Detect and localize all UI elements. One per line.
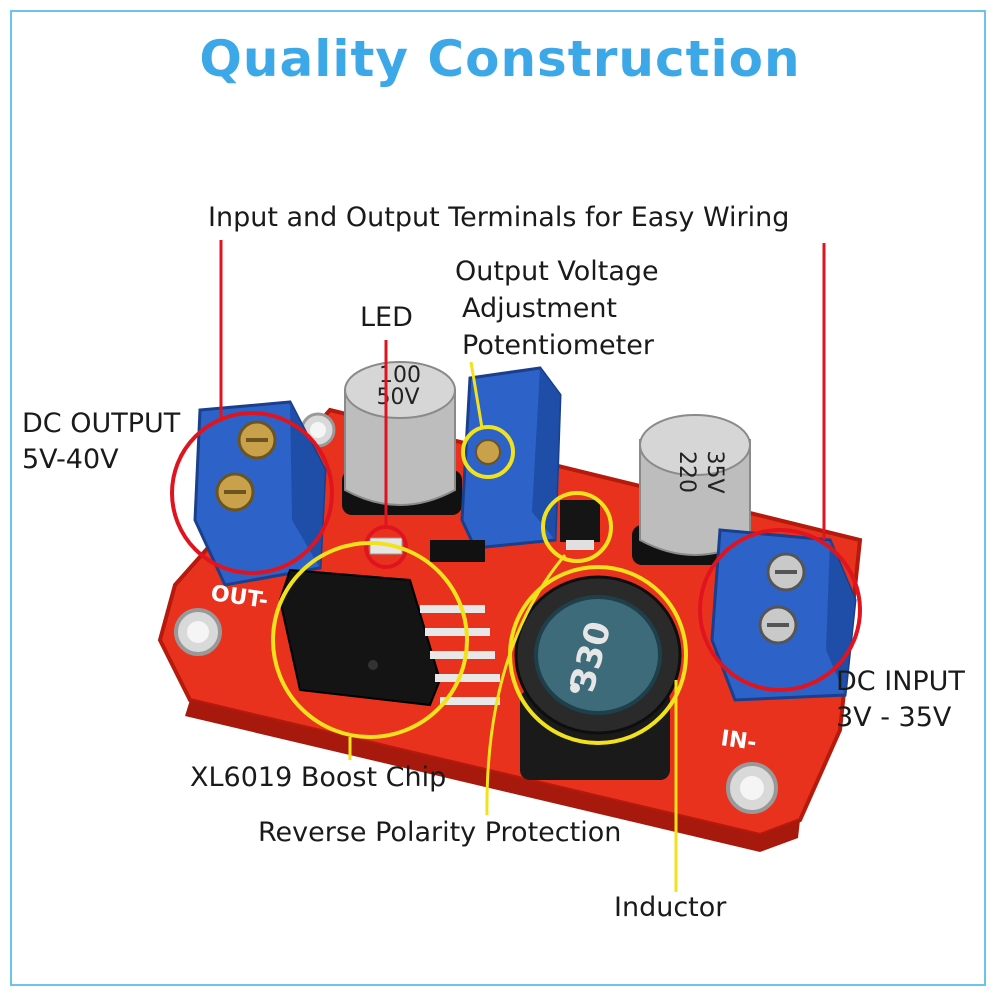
cap-right-voltage: 35V	[702, 450, 727, 493]
label-potentiometer-line1: Output Voltage	[455, 256, 659, 287]
input-terminal-block	[710, 528, 857, 702]
page-title: Quality Construction	[199, 30, 801, 88]
cap-right-value: 220	[674, 451, 699, 493]
label-inductor: Inductor	[614, 892, 727, 923]
inductor-component: 330	[514, 575, 682, 780]
callout-line-reverse	[485, 554, 567, 816]
smd-component	[430, 540, 485, 562]
label-potentiometer-line3: Potentiometer	[462, 330, 654, 361]
label-dc-input-title: DC INPUT	[836, 666, 965, 697]
boost-chip	[278, 568, 500, 707]
label-dc-input-range: 3V - 35V	[836, 702, 952, 733]
label-dc-output-range: 5V-40V	[22, 444, 119, 475]
output-terminal-block	[193, 400, 327, 587]
callout-circle-diode	[541, 491, 613, 563]
label-terminals: Input and Output Terminals for Easy Wiri…	[208, 202, 790, 233]
callout-circle-potentiometer	[461, 425, 515, 479]
callout-circle-input	[698, 528, 862, 692]
label-dc-output-title: DC OUTPUT	[22, 408, 181, 439]
callout-line-potentiometer	[469, 361, 484, 429]
pcb-board-edge	[185, 700, 800, 852]
callout-circle-chip	[271, 541, 469, 739]
label-potentiometer-line2: Adjustment	[462, 293, 618, 324]
cap-left-voltage: 50V	[376, 385, 419, 410]
capacitor-left: 100 50V	[342, 361, 462, 515]
label-reverse-protection: Reverse Polarity Protection	[258, 817, 622, 848]
callout-circle-output	[170, 411, 334, 575]
label-led: LED	[360, 302, 413, 333]
silkscreen-in-minus: IN-	[719, 726, 758, 756]
protection-diode	[560, 500, 600, 550]
label-boost-chip: XL6019 Boost Chip	[190, 762, 447, 793]
image-frame	[10, 10, 986, 986]
